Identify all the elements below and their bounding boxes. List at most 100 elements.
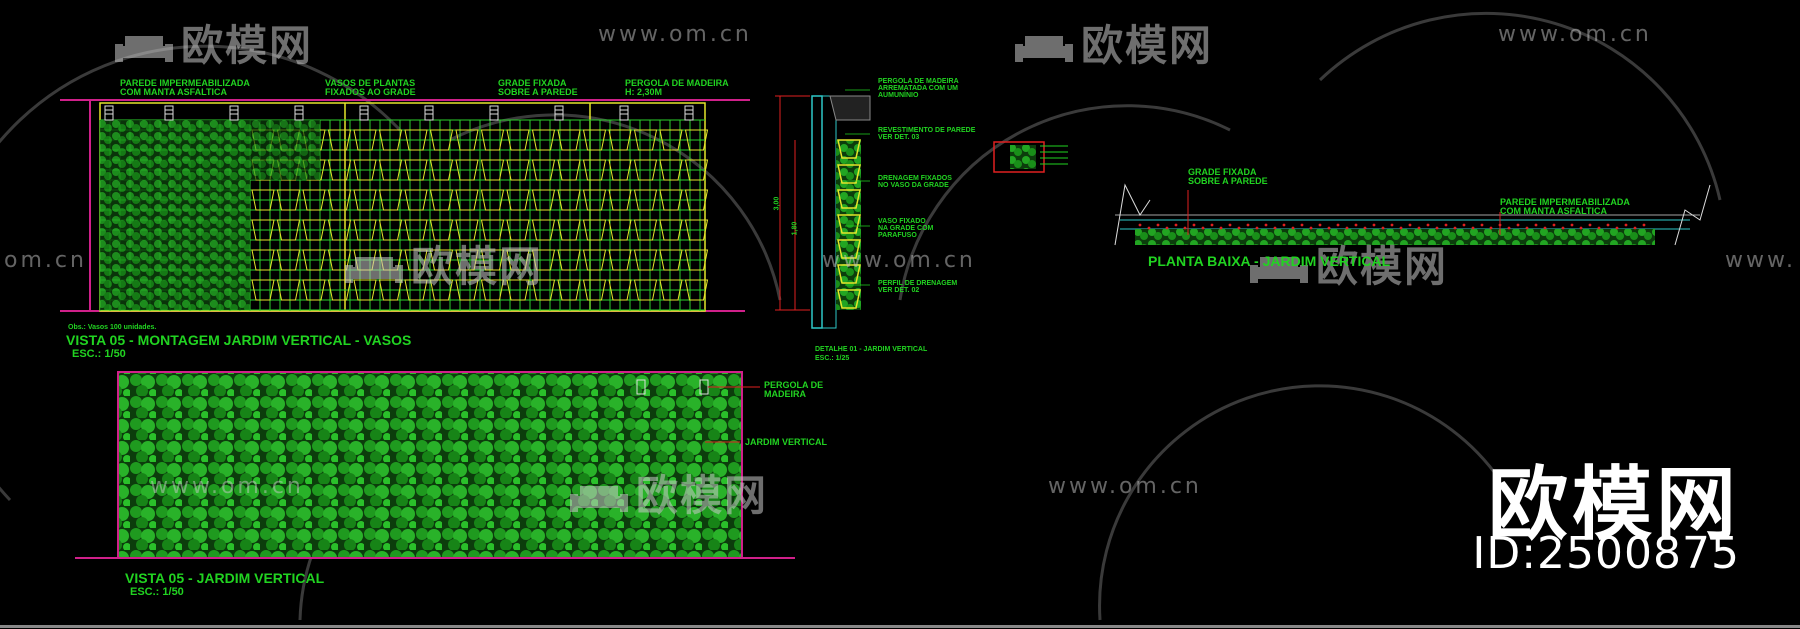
watermark-brand: 欧模网 bbox=[1015, 12, 1213, 73]
plan-dot bbox=[1453, 226, 1457, 230]
plant-pot bbox=[302, 279, 326, 301]
pergola-post bbox=[489, 105, 499, 121]
plant-pot bbox=[455, 129, 479, 151]
plan-dot bbox=[1210, 223, 1214, 227]
detail-pot bbox=[837, 164, 861, 184]
plant-pot bbox=[506, 129, 530, 151]
plant-pot bbox=[557, 249, 581, 271]
plan-dot bbox=[1246, 223, 1250, 227]
plant-pot bbox=[404, 279, 428, 301]
plant-pot bbox=[327, 129, 352, 151]
pergola-post bbox=[294, 105, 304, 121]
plant-pot bbox=[480, 249, 505, 271]
pergola-post bbox=[684, 105, 694, 121]
plan-dot bbox=[1633, 226, 1637, 230]
plant-pot bbox=[608, 189, 632, 211]
plan-dot bbox=[1426, 223, 1430, 227]
plant-pot bbox=[506, 279, 530, 301]
plan-dot bbox=[1390, 223, 1394, 227]
plant-pot bbox=[531, 219, 556, 241]
plant-pot bbox=[327, 189, 352, 211]
plan-dot bbox=[1255, 226, 1259, 230]
plan-dot bbox=[1543, 226, 1547, 230]
plant-pot bbox=[404, 129, 428, 151]
plan-dot bbox=[1318, 223, 1322, 227]
watermark-brand-text: 欧模网 bbox=[1081, 21, 1214, 70]
plant-pot bbox=[633, 279, 658, 301]
plant-pot bbox=[455, 159, 479, 181]
plant-pot bbox=[302, 189, 326, 211]
plant-pot bbox=[531, 189, 556, 211]
plant-pot bbox=[608, 129, 632, 151]
plant-pot bbox=[353, 129, 377, 151]
plan-dot bbox=[1462, 223, 1466, 227]
plan-dot bbox=[1399, 226, 1403, 230]
plant-pot bbox=[302, 219, 326, 241]
watermark-url: www.om.cn bbox=[150, 474, 304, 499]
plant-pot bbox=[404, 189, 428, 211]
plan-dot bbox=[1282, 223, 1286, 227]
pergola-post bbox=[619, 105, 629, 121]
plan-dot bbox=[1579, 226, 1583, 230]
plant-pot bbox=[582, 279, 607, 301]
plan-dot bbox=[1165, 226, 1169, 230]
plant-pot bbox=[582, 249, 607, 271]
plant-pot bbox=[506, 219, 530, 241]
watermark-brand-text: 欧模网 bbox=[636, 471, 769, 520]
plant-pot bbox=[582, 159, 607, 181]
plant-pot bbox=[684, 219, 709, 241]
watermark-url: www.om.cn bbox=[598, 22, 752, 47]
plant-pot bbox=[251, 189, 275, 211]
plant-pot bbox=[276, 219, 301, 241]
plant-pot bbox=[480, 159, 505, 181]
small-note: Obs.: Vasos 100 unidades. bbox=[68, 324, 157, 331]
plan-dot bbox=[1525, 226, 1529, 230]
plan-dot bbox=[1435, 226, 1439, 230]
plant-pot bbox=[480, 189, 505, 211]
plant-pot bbox=[557, 129, 581, 151]
plant-pot bbox=[531, 129, 556, 151]
plan-dot bbox=[1183, 226, 1187, 230]
sofa-logo-icon bbox=[1250, 256, 1308, 283]
plan-dot bbox=[1381, 226, 1385, 230]
note-vasos: VASOS DE PLANTAS FIXADOS AO GRADE bbox=[325, 78, 416, 97]
plant-pot bbox=[404, 159, 428, 181]
plan-dot bbox=[1219, 226, 1223, 230]
plant-pot bbox=[659, 219, 683, 241]
plant-pot bbox=[684, 249, 709, 271]
plant-pot bbox=[327, 159, 352, 181]
plant-pot bbox=[582, 189, 607, 211]
plant-pot bbox=[378, 189, 403, 211]
plant-pot bbox=[327, 219, 352, 241]
detail-note-3: DRENAGEM FIXADOS NO VASO DA GRADE bbox=[878, 175, 952, 189]
plant-pot bbox=[633, 159, 658, 181]
plant-pot bbox=[429, 219, 454, 241]
plan-dot bbox=[1507, 226, 1511, 230]
plant-pot bbox=[276, 189, 301, 211]
plan-dot bbox=[1174, 223, 1178, 227]
plan-dot bbox=[1372, 223, 1376, 227]
detail-note-5: PERFIL DE DRENAGEM VER DET. 02 bbox=[878, 280, 958, 294]
plant-pot bbox=[378, 219, 403, 241]
note-grade: GRADE FIXADA SOBRE A PAREDE bbox=[498, 78, 578, 97]
bottom-divider bbox=[0, 625, 1800, 628]
plant-pot bbox=[557, 219, 581, 241]
brand-logo-text: 欧模网 bbox=[1488, 458, 1740, 551]
sofa-logo-icon bbox=[1015, 35, 1073, 62]
plant-pot bbox=[608, 219, 632, 241]
sofa-logo-icon bbox=[345, 256, 403, 283]
plant-pot bbox=[480, 129, 505, 151]
plant-pot bbox=[506, 159, 530, 181]
plant-pot bbox=[251, 219, 275, 241]
plant-pot bbox=[455, 249, 479, 271]
plan-dot bbox=[1201, 226, 1205, 230]
plant-pot bbox=[378, 159, 403, 181]
plan-dot bbox=[1444, 223, 1448, 227]
view-garden-scale: ESC.: 1/50 bbox=[130, 586, 184, 598]
pergola-post bbox=[424, 105, 434, 121]
pergola-post bbox=[104, 105, 114, 121]
watermark-url: www.om.cn bbox=[1048, 474, 1202, 499]
plant-pot bbox=[378, 279, 403, 301]
plan-dot bbox=[1363, 226, 1367, 230]
